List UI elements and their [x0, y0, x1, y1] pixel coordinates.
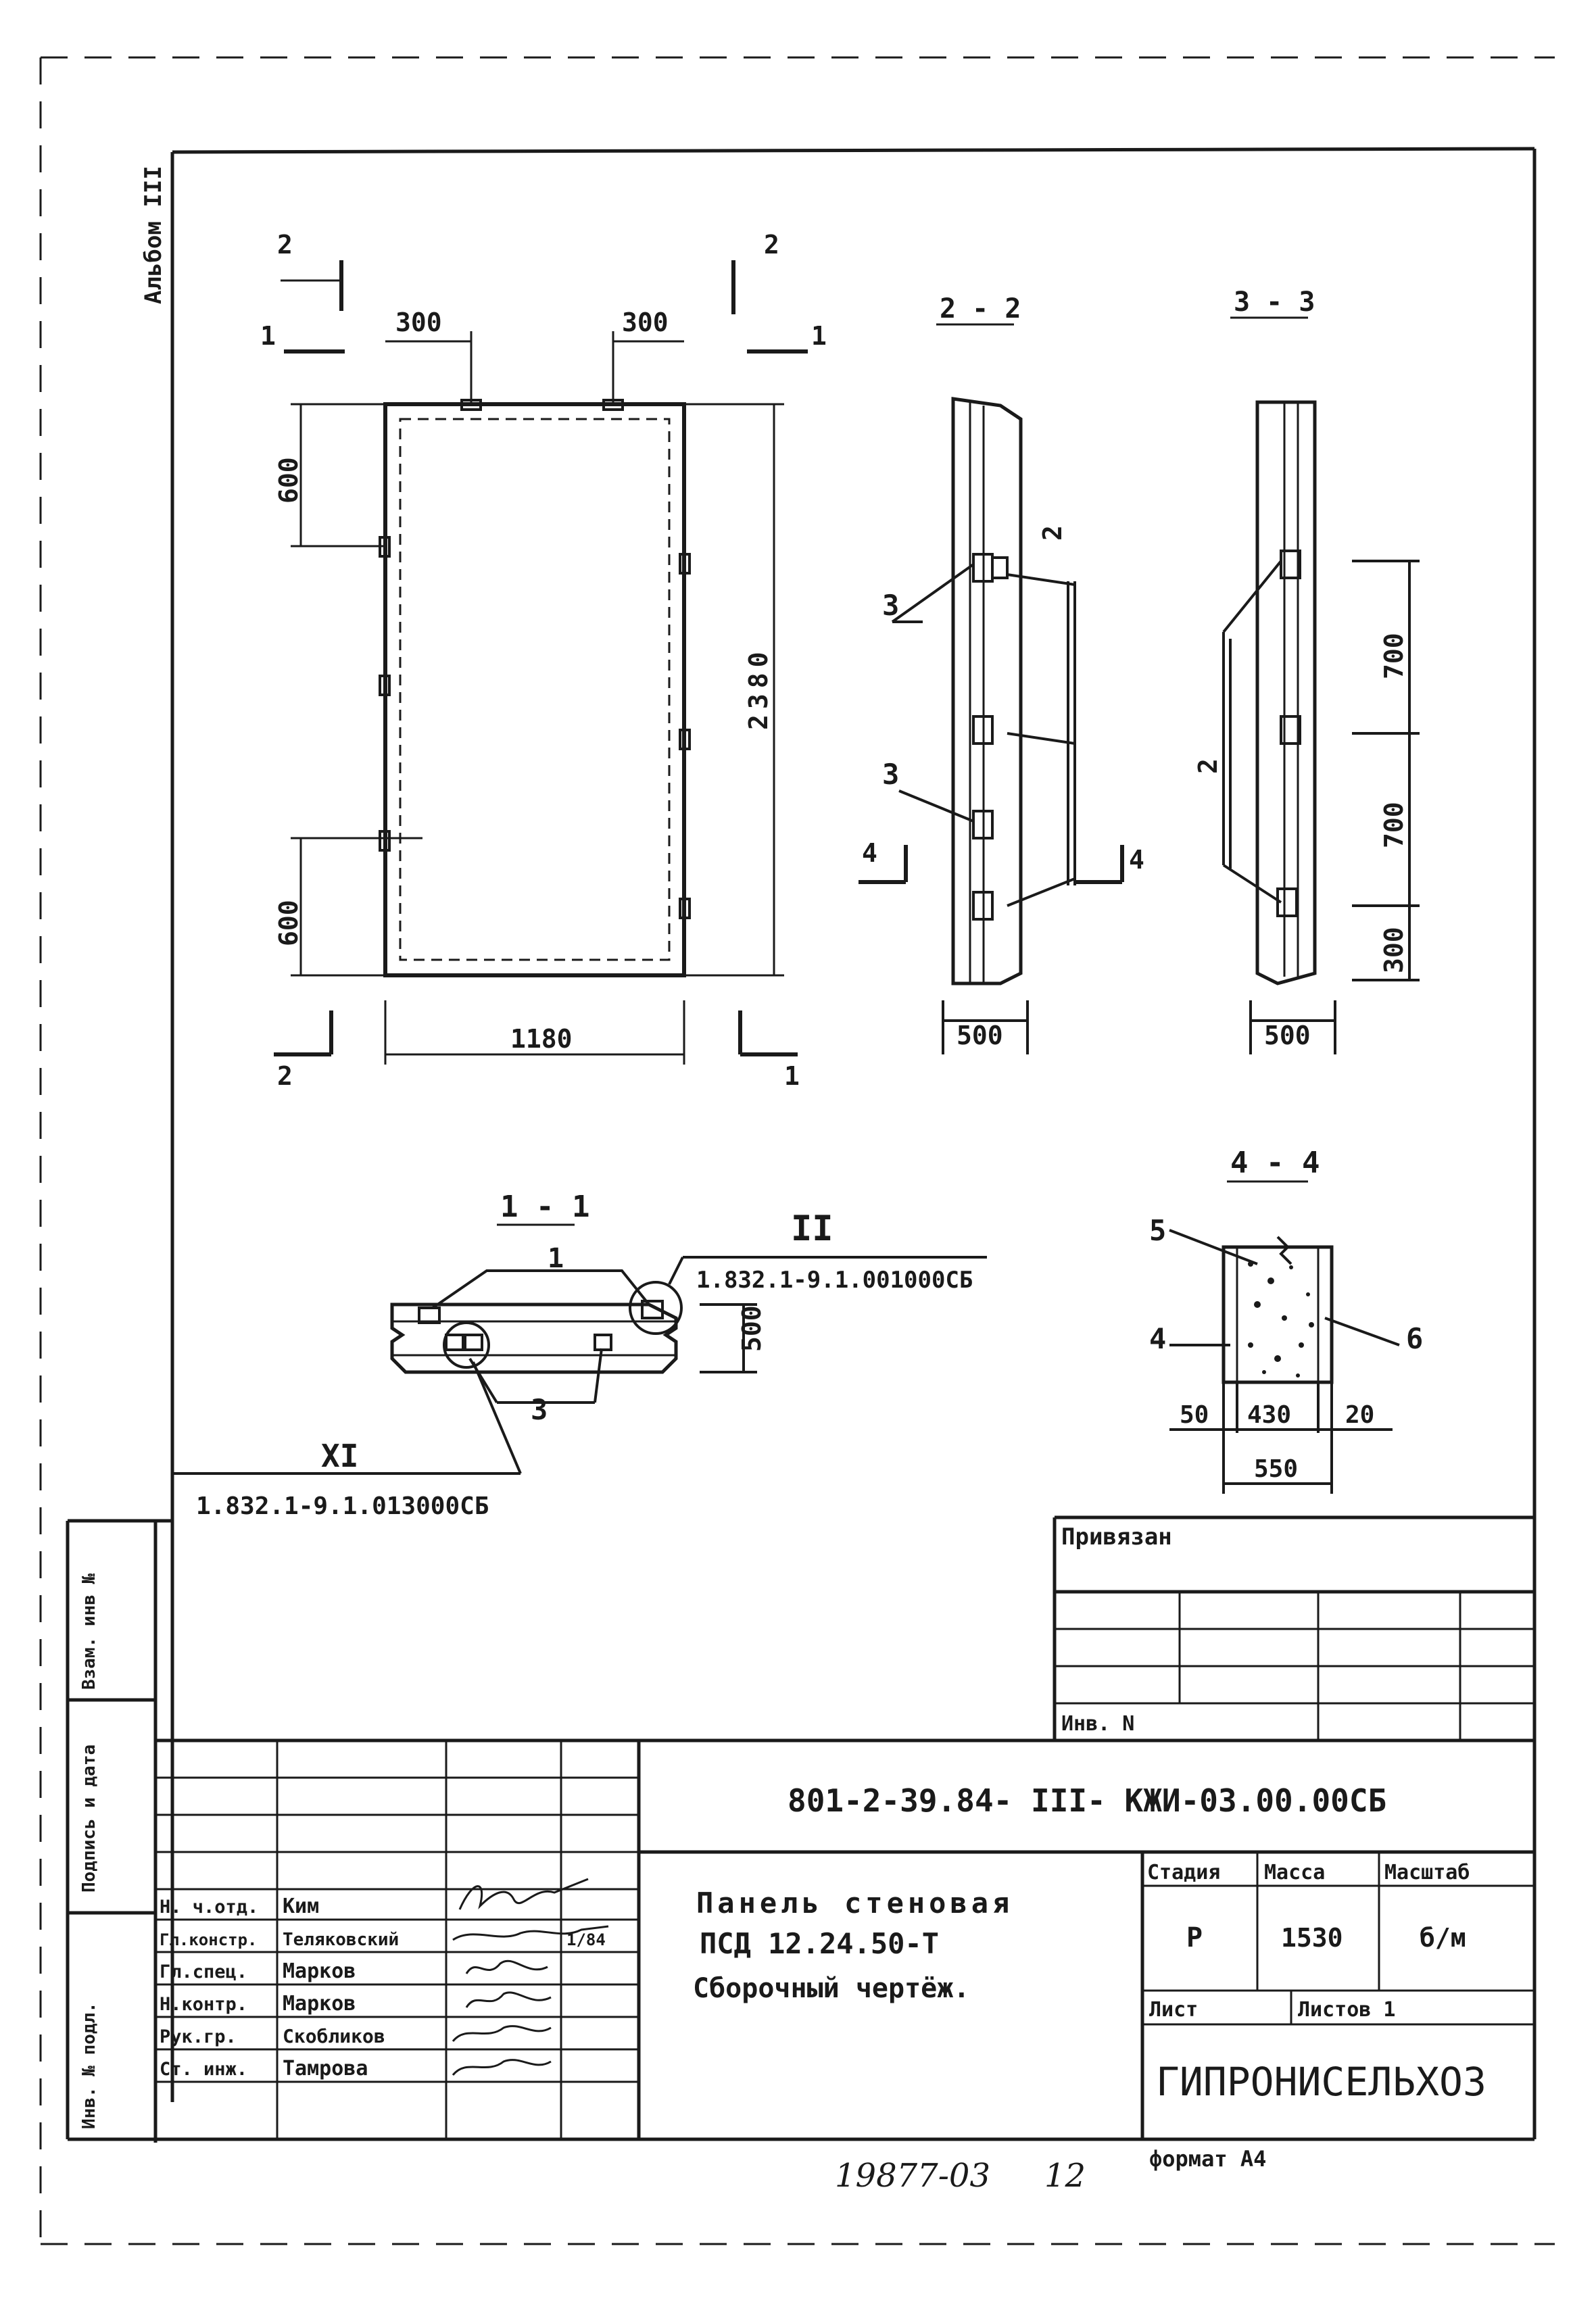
trim-marks: [39, 56, 1555, 2245]
section-3-3-dim-top: 700: [1379, 633, 1409, 679]
signatures: [452, 1878, 609, 2076]
dim-top-right: 300: [622, 308, 669, 337]
section-3-3-dim-500: 500: [1264, 1021, 1311, 1050]
section-3-3-label-2: 2: [1193, 758, 1223, 774]
side-vzam-inv: Взам. инв №: [79, 1573, 99, 1690]
privyazan-title: Привязан: [1061, 1524, 1172, 1551]
privyazan-block: [1053, 1515, 1534, 1740]
mass-value: 1530: [1281, 1923, 1343, 1953]
role-3: Н.контр.: [160, 1994, 247, 2015]
doc-code: 801-2-39.84- III- КЖИ-03.00.00СБ: [788, 1782, 1386, 1819]
footer-format: формат А4: [1149, 2146, 1266, 2172]
sheet-label: Лист: [1149, 1998, 1198, 2022]
cut2-bottom: 2: [277, 1061, 293, 1091]
section-3-3-dim-mid: 700: [1379, 802, 1409, 848]
section-2-2-title: 2 - 2: [940, 293, 1021, 324]
panel-mark: ПСД 12.24.50-Т: [700, 1927, 939, 1960]
footer-number: 19877-03: [835, 2157, 990, 2195]
section-4-4-dim-550: 550: [1254, 1455, 1298, 1483]
section-2-2-dim-500: 500: [957, 1021, 1003, 1050]
cut1-top-right: 1: [811, 321, 827, 351]
stage-header: Стадия: [1147, 1861, 1220, 1884]
section-4-4-label-4: 4: [1149, 1322, 1166, 1355]
sheets-label: Листов 1: [1298, 1998, 1396, 2022]
person-2: Марков: [283, 1959, 356, 1983]
dim-left-top: 600: [274, 457, 304, 504]
role-4: Рук.гр.: [160, 2026, 237, 2047]
dim-left-bottom: 600: [274, 900, 304, 946]
section-4-4-label-5: 5: [1149, 1214, 1166, 1247]
stage-value: Р: [1186, 1922, 1203, 1953]
side-inv-podl: Инв. № подл.: [79, 2002, 99, 2129]
album-label: Альбом III: [140, 166, 167, 304]
section-3-3-title: 3 - 3: [1234, 287, 1315, 318]
cut4-right: 4: [1129, 845, 1144, 875]
person-4: Скобликов: [283, 2025, 385, 2047]
role-5: Ст. инж.: [160, 2059, 247, 2080]
section-3-3-dim-bot: 300: [1379, 927, 1409, 973]
dim-height: 2380: [744, 646, 773, 730]
title-block-grid: [155, 1738, 1534, 2139]
cut2-top-left: 2: [277, 230, 293, 260]
cut2-top-right: 2: [764, 230, 779, 260]
section-4-4-title: 4 - 4: [1230, 1146, 1320, 1180]
main-view: 2 2 1 1 300 300 600 600 2380 1180 2 1: [260, 230, 827, 1091]
section-2-2: 2 - 2 2 3 3 4: [859, 293, 1144, 1054]
dim-width: 1180: [510, 1024, 573, 1054]
section-1-1-dim-500: 500: [737, 1305, 767, 1352]
node-II-label: II: [791, 1209, 833, 1249]
person-3: Марков: [283, 1992, 356, 2016]
section-2-2-label-3b: 3: [882, 758, 899, 791]
role-1: Гл.констр.: [160, 1930, 258, 1949]
section-4-4: 4 - 4 5 4 6 50 430 20 550: [1149, 1146, 1423, 1494]
drawing-type: Сборочный чертёж.: [693, 1973, 969, 2004]
footer-page: 12: [1044, 2157, 1086, 2195]
cut1-bottom: 1: [784, 1061, 800, 1091]
role-0: Н. ч.отд.: [160, 1897, 258, 1918]
node-XI-label: XI: [321, 1438, 358, 1474]
cut4-left: 4: [862, 838, 877, 868]
node-II-ref: 1.832.1-9.1.001000СБ: [696, 1267, 973, 1294]
person-5: Тамрова: [283, 2057, 368, 2080]
scale-value: б/м: [1420, 1923, 1466, 1953]
section-3-3: 3 - 3 2 700 700 300 500: [1193, 287, 1420, 1054]
organization: ГИПРОНИСЕЛЬХОЗ: [1156, 2059, 1486, 2105]
section-4-4-dim-20: 20: [1345, 1401, 1374, 1429]
person-0: Ким: [283, 1895, 319, 1918]
person-1: Теляковский: [283, 1930, 399, 1950]
concrete-hatch: [1248, 1261, 1314, 1378]
mass-header: Масса: [1264, 1861, 1325, 1884]
role-2: Гл.спец.: [160, 1961, 247, 1982]
section-2-2-label-2: 2: [1038, 525, 1067, 541]
section-2-2-label-3a: 3: [882, 589, 899, 622]
section-4-4-label-6: 6: [1406, 1322, 1423, 1355]
section-1-1-label-3: 3: [531, 1393, 548, 1426]
section-1-1-title: 1 - 1: [500, 1190, 589, 1224]
section-4-4-dim-430: 430: [1247, 1401, 1291, 1429]
dim-top-left: 300: [395, 308, 442, 337]
section-1-1-label-1: 1: [548, 1243, 564, 1274]
people-table: Н. ч.отд. Ким Гл.констр. Теляковский Гл.…: [160, 1895, 606, 2080]
section-1-1: 1 - 1 1 II 1.832.1-9.1.001000СБ: [172, 1190, 987, 1520]
scale-header: Масштаб: [1384, 1861, 1470, 1884]
cut1-top-left: 1: [260, 321, 276, 351]
privyazan-inv: Инв. N: [1061, 1712, 1134, 1736]
panel-name: Панель стеновая: [696, 1886, 1013, 1920]
node-XI-ref: 1.832.1-9.1.013000СБ: [196, 1492, 489, 1520]
section-4-4-dim-50: 50: [1180, 1401, 1209, 1429]
side-podpis-data: Подпись и дата: [79, 1745, 99, 1893]
